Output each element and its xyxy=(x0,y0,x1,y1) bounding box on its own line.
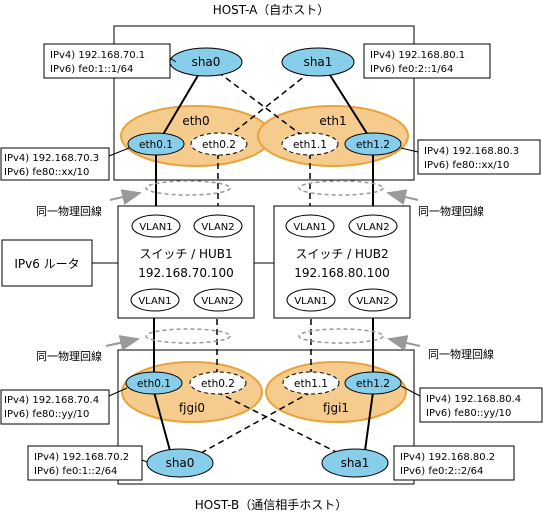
addr-b-eth1.2-ipv4: IPv4) 192.168.80.4 xyxy=(426,394,521,405)
host-b-sha0-label: sha0 xyxy=(166,456,195,470)
host-a-sha0-label: sha0 xyxy=(192,55,221,69)
sw2-vlan2-top-label: VLAN2 xyxy=(356,222,389,233)
host-a-eth1.1-node[interactable] xyxy=(281,132,339,156)
sw2-vlan1-bottom-label: VLAN1 xyxy=(294,296,327,307)
same-line-group-top-left xyxy=(145,180,231,196)
sw2-vlan1-top[interactable] xyxy=(285,214,335,238)
host-b-eth0.2-node[interactable] xyxy=(189,371,247,395)
sw2-vlan2-top[interactable] xyxy=(348,214,398,238)
addr-a-sha1-ipv4: IPv4) 192.168.80.1 xyxy=(370,50,465,61)
addr-a-eth0.1-ipv6: IPv6) fe80::xx/10 xyxy=(4,167,89,178)
addr-box-a-sha0: IPv4) 192.168.70.1 IPv6) fe0:1::1/64 xyxy=(43,43,177,79)
ipv6-router-label: IPv6 ルータ xyxy=(14,257,79,271)
host-a-eth1.2-label: eth1.2 xyxy=(356,139,390,151)
same-line-arrow-top-left xyxy=(109,189,142,205)
fjgi1-group-label: fjgi1 xyxy=(323,401,349,415)
sw1-vlan1-top-label: VLAN1 xyxy=(139,222,172,233)
addr-a-eth0.1-ipv4: IPv4) 192.168.70.3 xyxy=(4,153,99,164)
sw1-ip: 192.168.70.100 xyxy=(138,266,233,280)
sw1-vlan2-top[interactable] xyxy=(193,214,243,238)
link-b-eth1-sha0 xyxy=(191,391,312,459)
same-line-group-bottom-left xyxy=(145,328,231,344)
host-b-eth1.1-label: eth1.1 xyxy=(294,378,328,390)
addr-box-a-sha1: IPv4) 192.168.80.1 IPv6) fe0:2::1/64 xyxy=(363,43,491,79)
host-b-sha1-label: sha1 xyxy=(341,456,370,470)
addr-a-sha1-ipv6: IPv6) fe0:2::1/64 xyxy=(370,64,453,75)
addr-b-sha1-ipv4: IPv4) 192.168.80.2 xyxy=(400,452,495,463)
sw2-vlan1-top-label: VLAN1 xyxy=(293,222,326,233)
sw1-name: スイッチ / HUB1 xyxy=(139,247,232,261)
fjgi0-group-label: fjgi0 xyxy=(179,401,205,415)
same-line-arrow-bottom-right xyxy=(387,335,421,351)
addr-a-eth1.2-ipv4: IPv4) 192.168.80.3 xyxy=(424,146,519,157)
host-a-sha1-label: sha1 xyxy=(304,55,333,69)
sw2-name: スイッチ / HUB2 xyxy=(295,247,388,261)
addr-box-a-eth1.2: IPv4) 192.168.80.3 IPv6) fe80::xx/10 xyxy=(400,139,541,175)
addr-box-b-eth0.1: IPv4) 192.168.70.4 IPv6) fe80::yy/10 xyxy=(0,387,128,425)
sw1-vlan1-bottom[interactable] xyxy=(130,288,180,312)
same-line-group-top-right xyxy=(298,180,384,196)
addr-a-eth1.2-ipv6: IPv6) fe80::xx/10 xyxy=(424,160,509,171)
addr-b-eth1.2-ipv6: IPv6) fe80::yy/10 xyxy=(426,408,511,419)
link-b-eth1-sha1 xyxy=(363,391,374,459)
host-b-eth0.1-label: eth0.1 xyxy=(137,378,171,390)
eth1-group-label: eth1 xyxy=(319,114,346,128)
addr-box-a-eth0.1: IPv4) 192.168.70.3 IPv6) fe80::xx/10 xyxy=(0,147,130,181)
same-line-arrow-top-right xyxy=(386,189,419,205)
host-b-title: HOST-B（通信相手ホスト） xyxy=(195,498,347,512)
sw1-vlan1-top[interactable] xyxy=(131,214,181,238)
sw2-vlan2-bottom-label: VLAN2 xyxy=(356,296,389,307)
same-line-label-bottom-right: 同一物理回線 xyxy=(428,347,494,361)
sw1-vlan2-bottom[interactable] xyxy=(193,288,243,312)
sw2-ip: 192.168.80.100 xyxy=(294,266,389,280)
addr-a-sha0-ipv4: IPv4) 192.168.70.1 xyxy=(50,50,145,61)
addr-b-sha0-ipv4: IPv4) 192.168.70.2 xyxy=(34,452,129,463)
same-line-label-bottom-left: 同一物理回線 xyxy=(36,349,102,363)
ipv6-router-box[interactable] xyxy=(1,239,93,287)
host-b-frame xyxy=(117,349,415,485)
addr-b-sha0-ipv6: IPv6) fe0:1::2/64 xyxy=(34,466,117,477)
host-b-sha1-node[interactable] xyxy=(321,448,389,478)
addr-b-eth0.1-ipv6: IPv6) fe80::yy/10 xyxy=(4,409,89,420)
link-b-eth0-sha0 xyxy=(153,391,173,459)
addr-box-b-eth1.2: IPv4) 192.168.80.4 IPv6) fe80::yy/10 xyxy=(400,385,543,423)
host-a-eth0.1-node[interactable] xyxy=(127,132,185,156)
sw2-vlan2-bottom[interactable] xyxy=(348,288,398,312)
addr-a-sha0-ipv6: IPv6) fe0:1::1/64 xyxy=(50,64,133,75)
addr-box-b-sha0: IPv4) 192.168.70.2 IPv6) fe0:1::2/64 xyxy=(27,445,148,481)
host-b-eth1.2-label: eth1.2 xyxy=(356,378,390,390)
sw1-vlan2-bottom-label: VLAN2 xyxy=(201,296,234,307)
host-a-title: HOST-A（自ホスト） xyxy=(213,3,330,17)
host-a-frame xyxy=(113,25,415,181)
addr-box-b-sha1: IPv4) 192.168.80.2 IPv6) fe0:2::2/64 xyxy=(393,445,515,481)
host-b-eth0.2-label: eth0.2 xyxy=(201,378,235,390)
host-a-eth1.2-node[interactable] xyxy=(344,132,402,156)
eth0-group-label: eth0 xyxy=(182,114,209,128)
link-a-sha0-eth0 xyxy=(157,71,201,144)
link-a-sha1-eth1 xyxy=(327,71,374,144)
same-line-label-top-left: 同一物理回線 xyxy=(36,204,102,218)
link-b-eth0-sha1 xyxy=(216,391,349,459)
host-a-eth0.2-label: eth0.2 xyxy=(202,139,236,151)
link-a-sha1-eth0 xyxy=(219,71,311,144)
host-a-eth0.2-node[interactable] xyxy=(190,132,248,156)
sw1-vlan2-top-label: VLAN2 xyxy=(201,222,234,233)
sw1-vlan1-bottom-label: VLAN1 xyxy=(138,296,171,307)
host-b-eth0.1-node[interactable] xyxy=(125,371,183,395)
host-b-eth1.1-node[interactable] xyxy=(282,371,340,395)
same-line-label-top-right: 同一物理回線 xyxy=(418,204,484,218)
host-a-sha1-node[interactable] xyxy=(281,47,355,77)
same-line-group-bottom-right xyxy=(298,328,384,344)
host-a-eth1.1-label: eth1.1 xyxy=(293,139,327,151)
sw2-vlan1-bottom[interactable] xyxy=(286,288,336,312)
same-line-arrow-bottom-left xyxy=(105,335,140,351)
addr-b-eth0.1-ipv4: IPv4) 192.168.70.4 xyxy=(4,395,99,406)
host-b-eth1.2-node[interactable] xyxy=(344,371,402,395)
host-b-sha0-node[interactable] xyxy=(146,448,214,478)
addr-b-sha1-ipv6: IPv6) fe0:2::2/64 xyxy=(400,466,483,477)
host-a-eth0.1-label: eth0.1 xyxy=(139,139,173,151)
